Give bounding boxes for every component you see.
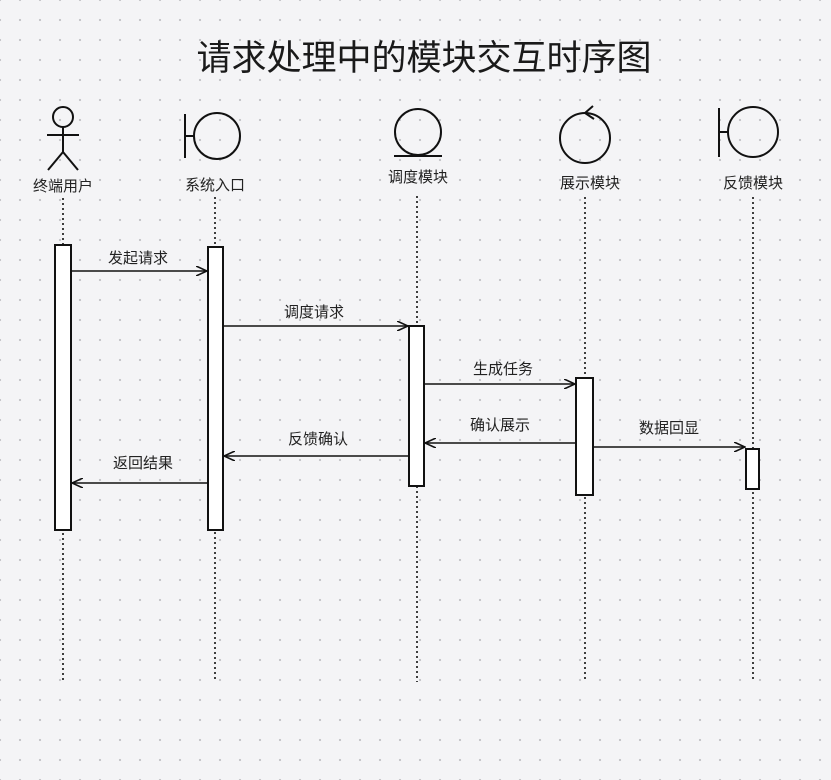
message-label: 数据回显 [639,419,699,437]
message-confirm-display: 确认展示 [425,416,576,443]
message-label: 返回结果 [113,454,173,472]
boundary-icon [184,112,241,160]
participant-sched: 调度模块 [388,108,448,682]
message-label: 发起请求 [108,249,168,267]
message-generate-task: 生成任务 [424,360,575,384]
message-data-echo: 数据回显 [593,419,745,447]
participant-display: 展示模块 [559,105,620,682]
participant-label: 系统入口 [185,176,245,194]
message-label: 生成任务 [473,360,533,378]
message-schedule-request: 调度请求 [223,303,408,326]
participant-label: 调度模块 [388,168,448,186]
message-send-request: 发起请求 [71,249,207,271]
participant-label: 终端用户 [33,177,93,195]
message-label: 反馈确认 [288,430,348,448]
actor-icon [47,106,79,171]
boundary-icon [718,106,779,158]
activation-bar-sched [408,325,425,487]
message-label: 确认展示 [470,416,530,434]
diagram-title: 请求处理中的模块交互时序图 [196,39,651,79]
message-label: 调度请求 [284,303,344,321]
activation-bar-feedback [745,448,760,490]
activation-bar-entry [207,246,224,531]
entity-icon [394,108,442,157]
control-icon [559,105,611,164]
activation-bar-display [575,377,594,496]
message-return-result: 返回结果 [72,454,208,483]
activation-bar-user [54,244,72,531]
participant-feedback: 反馈模块 [718,106,783,682]
message-feedback-confirm: 反馈确认 [224,430,409,456]
participant-label: 展示模块 [560,174,620,192]
participant-label: 反馈模块 [723,174,783,192]
